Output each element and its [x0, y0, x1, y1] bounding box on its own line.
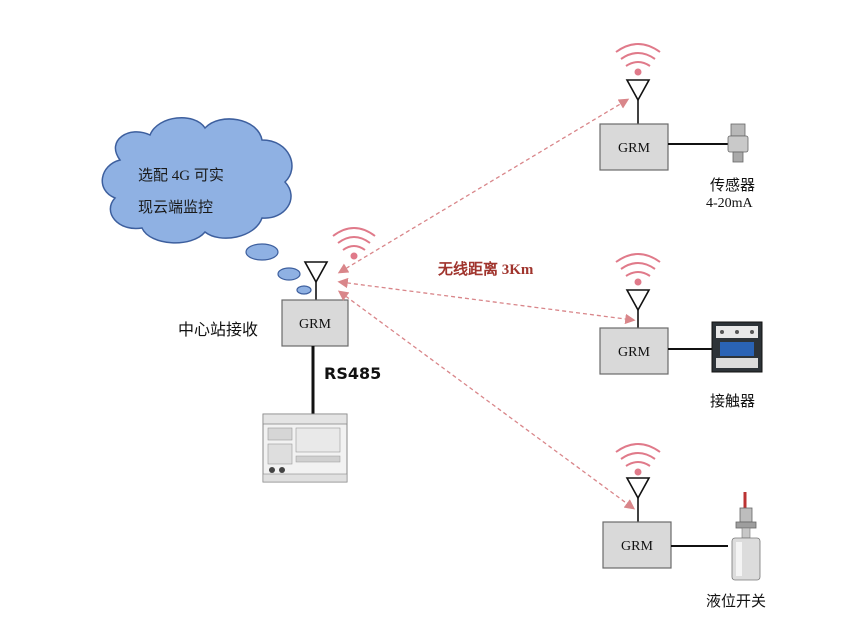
- cloud-puff-1: [245, 243, 279, 261]
- cloud-puff-2: [277, 267, 301, 281]
- node1-wireless-icon: [615, 43, 661, 76]
- cloud-text-line1: 选配 4G 可实: [138, 168, 224, 184]
- sensor-icon: [727, 123, 749, 163]
- sensor-signal-label: 4-20mA: [706, 196, 753, 211]
- node1-grm-box: [599, 123, 669, 171]
- center-wireless-icon: [332, 227, 376, 260]
- center-grm-box: [281, 299, 349, 347]
- cloud-text-line2: 现云端监控: [138, 200, 214, 216]
- wireless-distance-label: 无线距离 3Km: [438, 262, 534, 278]
- node3-antenna-icon: [625, 477, 651, 522]
- link-to-level-switch: [337, 290, 636, 510]
- node2-wireless-icon: [615, 253, 661, 286]
- level-switch-icon: [731, 492, 761, 581]
- plc-icon: [262, 413, 348, 483]
- link-to-contactor: [337, 277, 636, 325]
- node3-grm-label: GRM: [621, 539, 653, 554]
- node2-grm-label: GRM: [618, 345, 650, 360]
- center-grm-label: GRM: [299, 317, 331, 332]
- node2-antenna-icon: [625, 289, 651, 328]
- sensor-label: 传感器: [710, 176, 756, 194]
- node3-wireless-icon: [615, 443, 661, 476]
- contactor-icon: [711, 321, 763, 373]
- cloud-bubble: [101, 117, 312, 295]
- link-to-sensor: [337, 98, 630, 274]
- node3-grm-box: [602, 521, 672, 569]
- node1-antenna-icon: [625, 79, 651, 124]
- level-switch-label: 液位开关: [706, 592, 767, 610]
- node2-grm-box: [599, 327, 669, 375]
- contactor-label: 接触器: [710, 392, 756, 410]
- node1-grm-label: GRM: [618, 141, 650, 156]
- rs485-label: RS485: [324, 364, 382, 383]
- center-antenna-icon: [303, 261, 329, 300]
- center-station-label: 中心站接收: [178, 320, 259, 339]
- cloud-puff-3: [296, 285, 312, 295]
